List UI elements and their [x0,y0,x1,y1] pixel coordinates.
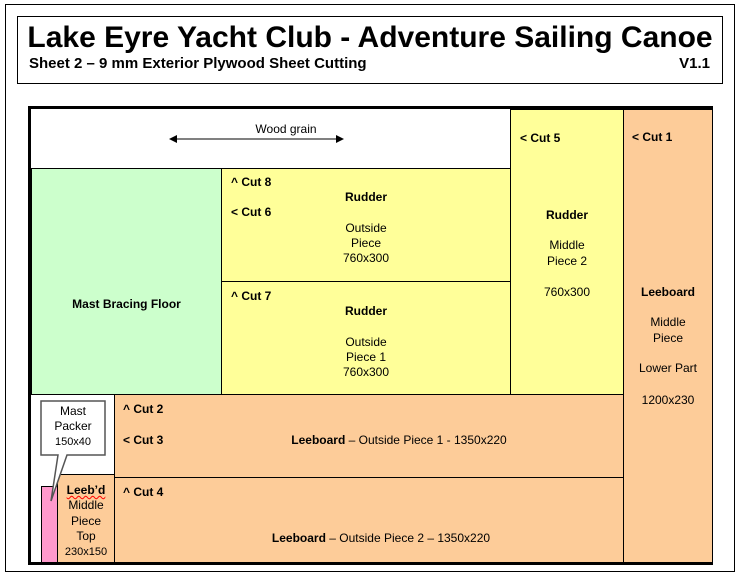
subtitle: Sheet 2 – 9 mm Exterior Plywood Sheet Cu… [29,55,367,72]
piece-text: Lower Part [638,361,698,375]
leeboard-middle-piece: < Cut 1 Leeboard Middle Piece Lower Part… [623,109,713,563]
piece-text: Middle [68,498,104,512]
mast-bracing-floor: Mast Bracing Floor [31,168,222,395]
leeboard-middle-piece-top: Leeb’d Middle Piece Top 230x150 [57,474,115,563]
piece-text: Outside [345,221,387,235]
rudder-outside-piece: ^ Cut 8 < Cut 6 Rudder Outside Piece 760… [221,168,511,282]
piece-label: Mast Bracing Floor [72,297,181,311]
piece-name: Leeboard [291,433,346,447]
callout-size: 150x40 [54,436,92,448]
piece-text: – Outside Piece 1 - 1350x220 [345,433,507,447]
plywood-sheet: Wood grain Mast Bracing Floor ^ Cut 8 < … [28,106,713,565]
piece-text: Outside [345,335,387,349]
piece-text: Piece [350,236,382,250]
piece-name: Rudder [546,208,588,222]
callout-text: Mast [59,404,86,418]
piece-text: Piece [652,331,684,345]
piece-name: Rudder [345,190,387,204]
callout-text: Packer [54,419,92,433]
piece-name: Leeboard [640,285,695,299]
piece-text: Piece 1 [345,350,387,364]
cut-label: ^ Cut 8 [231,175,272,189]
rudder-middle-piece: < Cut 5 Rudder Middle Piece 2 760x300 [510,109,624,395]
wood-grain-label: Wood grain [255,122,317,136]
piece-text: Top [76,529,96,543]
mast-packer-piece [41,486,58,563]
piece-size: 760x300 [342,251,390,265]
piece-name: Leeb’d [66,483,106,497]
piece-size: 230x150 [64,546,108,558]
piece-text: Piece [70,514,102,528]
cut-label: ^ Cut 7 [231,289,272,303]
double-arrow-icon [169,135,344,143]
piece-name: Rudder [345,304,387,318]
cut-label: < Cut 3 [123,433,164,447]
cut-label: < Cut 1 [632,130,673,144]
piece-text: Piece 2 [546,254,588,268]
version: V1.1 [679,55,710,72]
page-frame [5,4,735,572]
cut-label: < Cut 5 [520,131,561,145]
leeboard-outside-piece-1: ^ Cut 2 < Cut 3 Leeboard – Outside Piece… [114,394,624,478]
piece-text: – Outside Piece 2 – 1350x220 [325,531,491,545]
leeboard-outside-piece-2: ^ Cut 4 Leeboard – Outside Piece 2 – 135… [114,477,624,563]
cut-label: ^ Cut 4 [123,485,164,499]
cut-label: < Cut 6 [231,205,272,219]
piece-size: 1200x230 [641,393,695,407]
piece-text: Middle [650,315,686,329]
piece-name: Leeboard [271,531,326,545]
page-title: Lake Eyre Yacht Club - Adventure Sailing… [27,21,713,54]
title-box: Lake Eyre Yacht Club - Adventure Sailing… [17,16,723,84]
piece-text: Middle [549,238,585,252]
piece-size: 760x300 [342,365,390,379]
rudder-outside-piece-1: ^ Cut 7 Rudder Outside Piece 1 760x300 [221,281,511,395]
callout-pointer [40,400,106,502]
cut-label: ^ Cut 2 [123,402,164,416]
piece-size: 760x300 [543,285,591,299]
